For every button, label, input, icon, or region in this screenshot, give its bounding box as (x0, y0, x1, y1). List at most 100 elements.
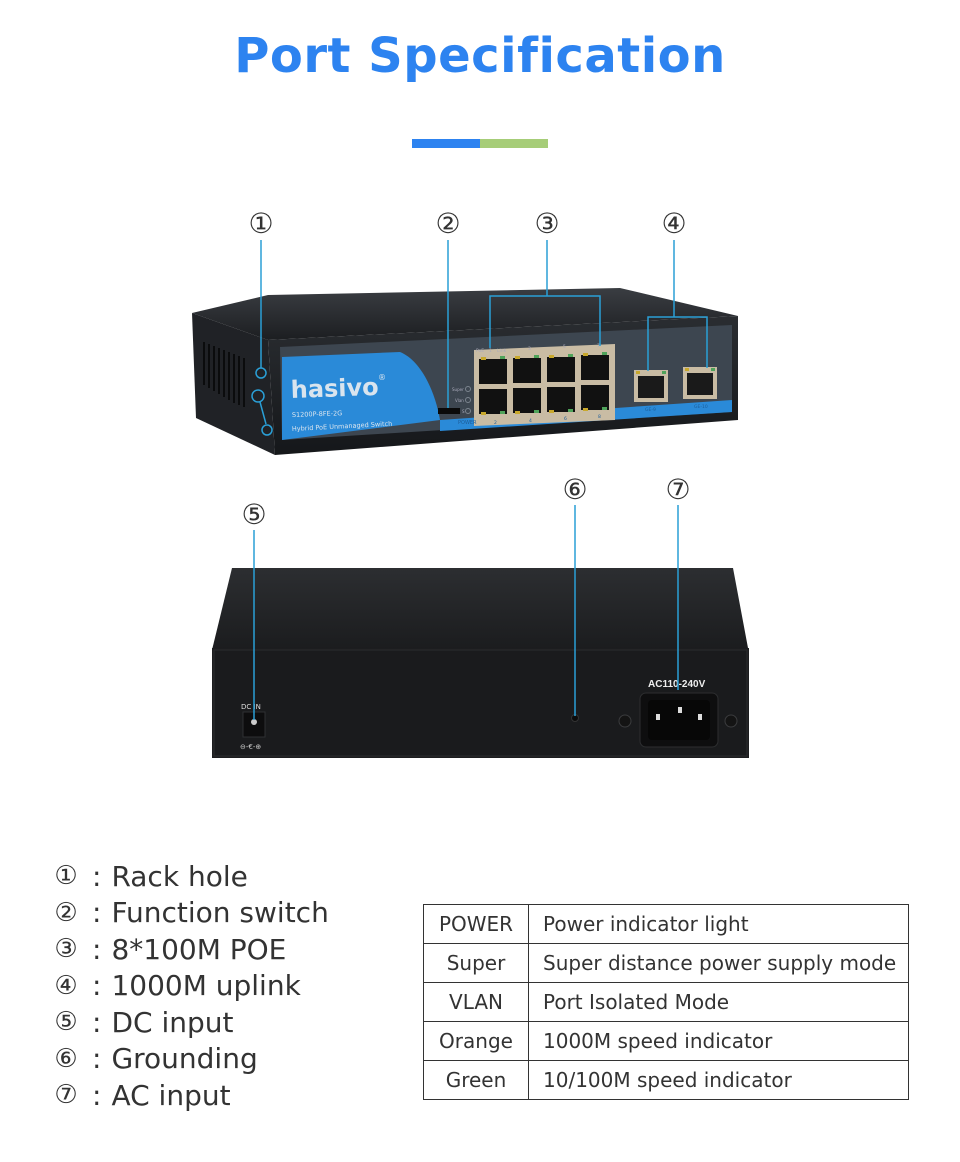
brand-mark: ® (378, 373, 386, 382)
legend-item: ④ : 1000M uplink (50, 968, 329, 1005)
front-switch: hasivo ® S1200P-8FE-2G Hybrid PoE Unmana… (192, 288, 738, 455)
brand-logo: hasivo (290, 373, 379, 404)
led-label-super: Super (452, 387, 464, 392)
indicator-spec-table: POWER Power indicator light Super Super … (423, 904, 909, 1100)
rack-hole-marker-2 (251, 389, 265, 403)
port-label-2: 2 (494, 420, 497, 426)
table-key: Orange (423, 1021, 529, 1061)
legend-separator: : (92, 859, 102, 893)
port-1 (479, 359, 507, 384)
callout-2: ② (435, 207, 461, 240)
table-value: Power indicator light (528, 904, 909, 944)
table-row: POWER Power indicator light (423, 904, 909, 944)
page-title: Port Specification (234, 28, 726, 84)
port-label-3: 3 (528, 346, 531, 352)
super-led (465, 386, 471, 392)
model-text: S1200P-8FE-2G (292, 409, 343, 419)
port-label-7: 7 (597, 343, 600, 349)
port-label-link: Link (497, 348, 507, 354)
legend-separator: : (92, 1005, 102, 1039)
uplink-ports (634, 367, 717, 402)
led-label-s: S (462, 409, 465, 414)
led-label-vlan: Vlan (455, 398, 464, 403)
brand-label-area (282, 352, 440, 440)
legend-item: ① : Rack hole (50, 858, 329, 895)
rear-callout-lines (253, 505, 679, 720)
legend-separator: : (92, 969, 102, 1003)
legend-separator: : (92, 932, 102, 966)
ac-screw-right (724, 714, 738, 728)
rear-switch: DC IN ⊖-€-⊕ AC110-240V (212, 568, 749, 758)
legend-number: ① (54, 861, 78, 892)
table-value: 1000M speed indicator (528, 1021, 909, 1061)
table-key: POWER (423, 904, 529, 944)
table-row: VLAN Port Isolated Mode (423, 982, 909, 1022)
port-4 (513, 388, 541, 413)
switch-top (192, 288, 738, 340)
port-label-8: 8 (598, 414, 601, 420)
table-value: 10/100M speed indicator (528, 1060, 909, 1100)
uplink-label-9: GE-9 (645, 407, 656, 413)
device-illustrations: hasivo ® S1200P-8FE-2G Hybrid PoE Unmana… (192, 240, 749, 758)
legend-item: ② : Function switch (50, 895, 329, 932)
table-row: Super Super distance power supply mode (423, 943, 909, 983)
legend-separator: : (92, 896, 102, 930)
port-8 (581, 385, 609, 410)
rear-top (212, 568, 748, 650)
function-switch (438, 408, 460, 414)
callout-3: ③ (534, 207, 560, 240)
ac-voltage-label: AC110-240V (648, 679, 706, 690)
legend-label: Grounding (111, 1042, 258, 1076)
poe-ports (479, 355, 609, 414)
port-label-6: 6 (564, 416, 567, 422)
callout-5: ⑤ (241, 498, 267, 531)
underline-blue (412, 139, 480, 148)
table-key: Green (423, 1060, 529, 1100)
table-row: Orange 1000M speed indicator (423, 1021, 909, 1061)
vlan-led (465, 397, 471, 403)
callout-6: ⑥ (562, 473, 588, 506)
legend-item: ⑦ : AC input (50, 1077, 329, 1114)
legend-number: ② (54, 897, 78, 928)
table-row: Green 10/100M speed indicator (423, 1060, 909, 1100)
legend-number: ⑤ (54, 1007, 78, 1038)
port-label-poe: PoE (476, 348, 484, 354)
port-3 (513, 358, 541, 383)
legend-label: AC input (111, 1078, 231, 1112)
title-underline (412, 139, 548, 148)
legend-separator: : (92, 1042, 102, 1076)
uplink-label-10: GE-10 (694, 404, 708, 410)
front-callout-lines (251, 240, 708, 436)
legend-item: ⑥ : Grounding (50, 1041, 329, 1078)
rack-hole-marker-1 (255, 367, 267, 379)
legend-number: ④ (54, 970, 78, 1001)
port-label-4: 4 (529, 418, 532, 424)
legend-separator: : (92, 1078, 102, 1112)
callout-4: ④ (661, 207, 687, 240)
table-key: Super (423, 943, 529, 983)
legend-item: ③ : 8*100M POE (50, 931, 329, 968)
dc-in-label: DC IN (241, 703, 261, 711)
power-led (465, 408, 471, 414)
callout-1: ① (248, 207, 274, 240)
legend-label: Function switch (111, 896, 329, 930)
dc-polarity: ⊖-€-⊕ (240, 743, 261, 751)
port-block (474, 344, 615, 426)
port-legend: ① : Rack hole ② : Function switch ③ : 8*… (50, 858, 329, 1114)
legend-number: ⑥ (54, 1043, 78, 1074)
power-label: POWER (458, 420, 477, 426)
legend-label: 8*100M POE (111, 932, 287, 966)
underline-green (480, 139, 548, 148)
vent-slots (203, 342, 245, 407)
port-leds (481, 352, 607, 415)
table-value: Port Isolated Mode (528, 982, 909, 1022)
port-6 (547, 387, 575, 412)
legend-number: ③ (54, 934, 78, 965)
legend-item: ⑤ : DC input (50, 1004, 329, 1041)
port-7 (581, 355, 609, 380)
callout-7: ⑦ (665, 473, 691, 506)
port-2 (479, 389, 507, 414)
port-label-5: 5 (563, 344, 566, 350)
legend-number: ⑦ (54, 1080, 78, 1111)
table-value: Super distance power supply mode (528, 943, 909, 983)
